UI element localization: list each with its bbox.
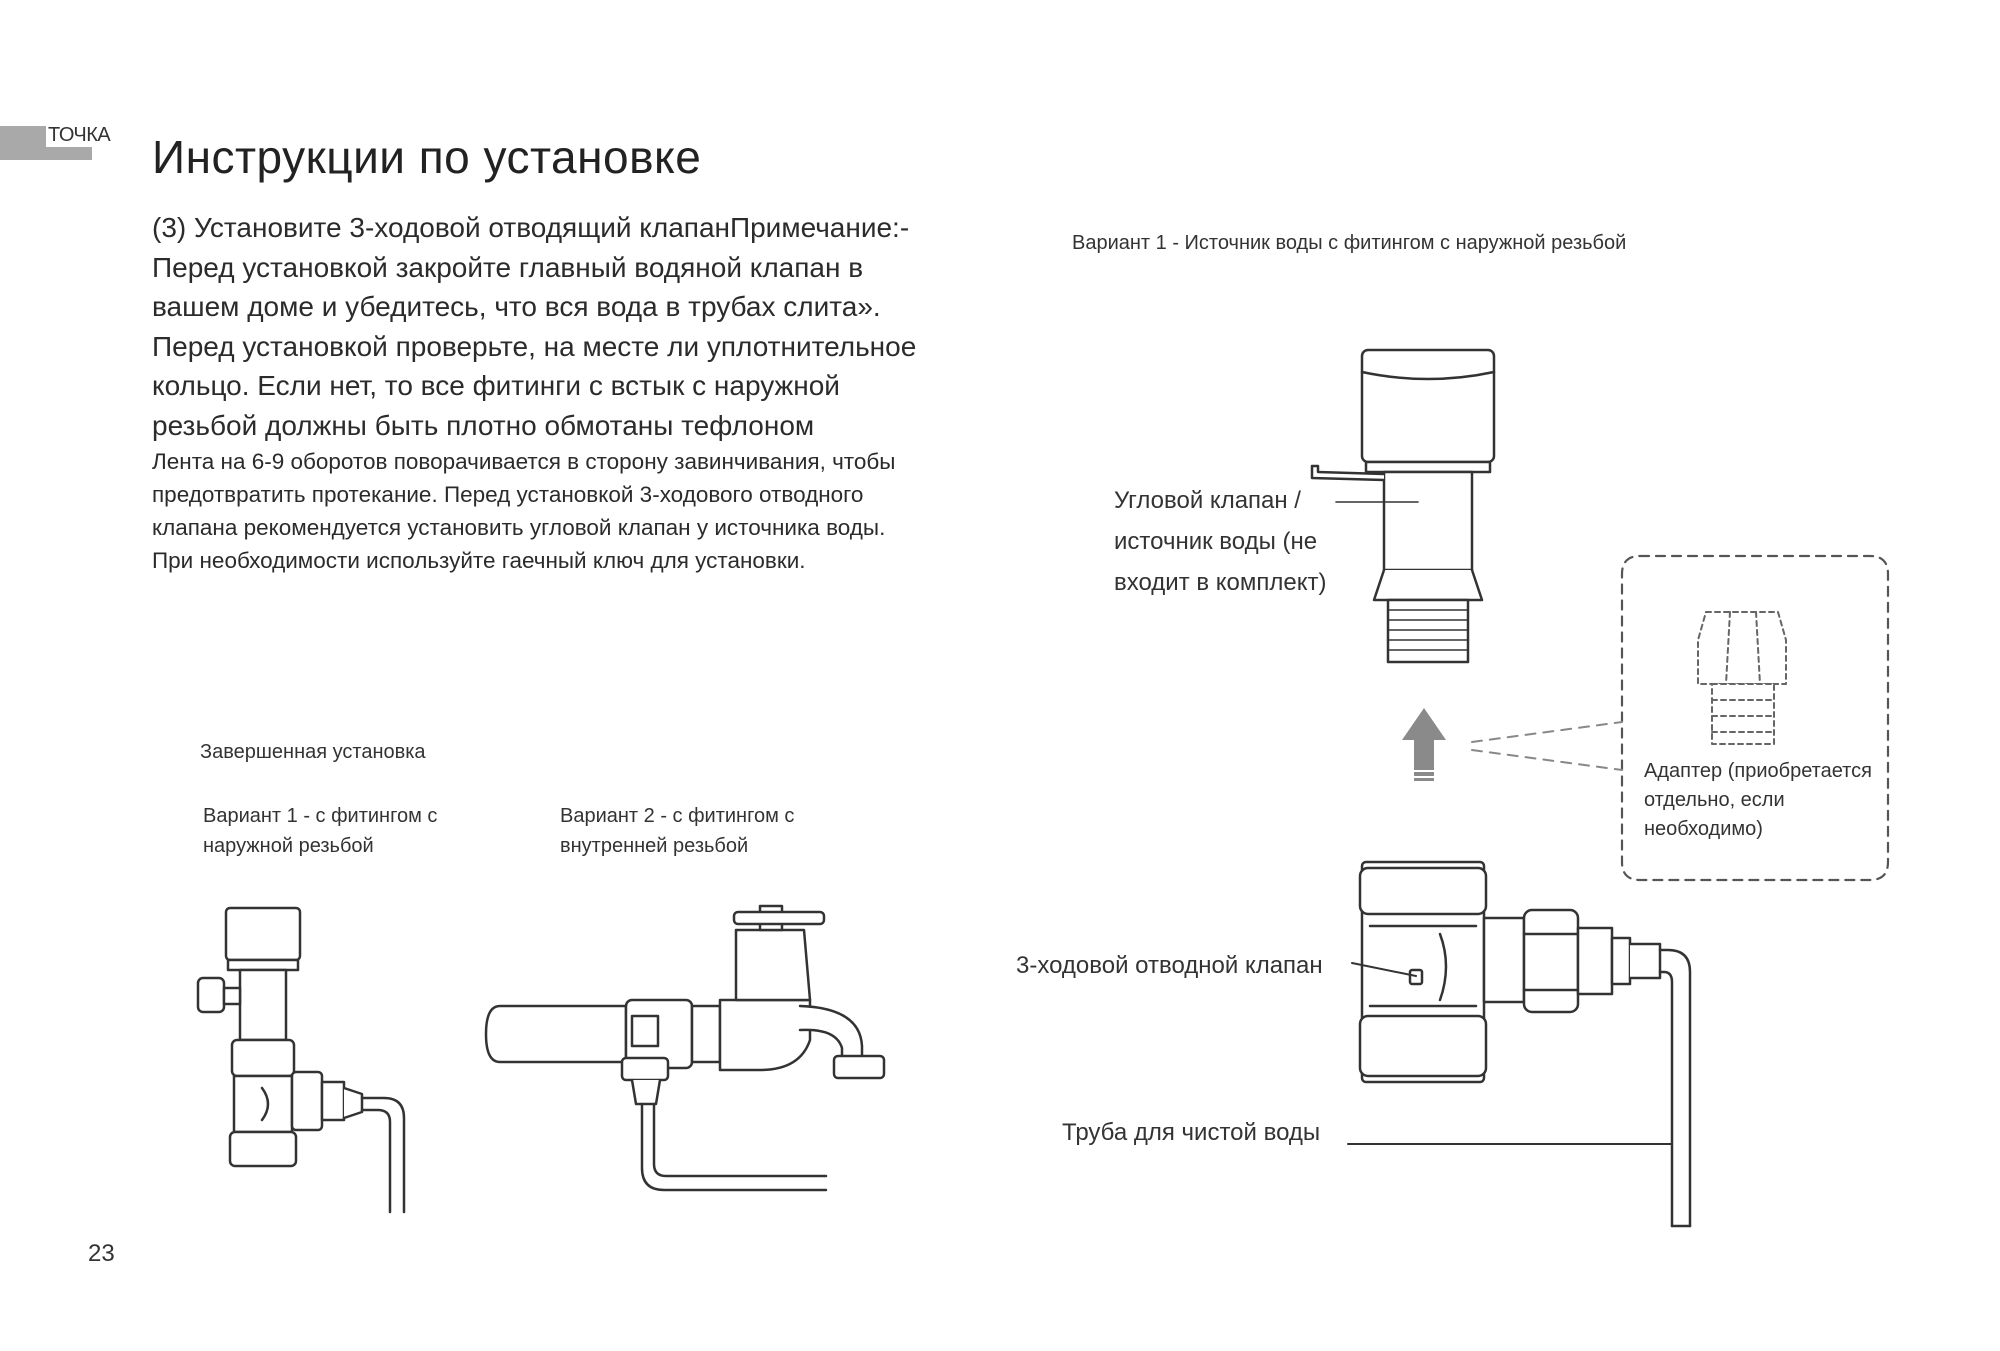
angle-valve-illustration xyxy=(1310,348,1496,664)
note-line: предотвратить протекание. Перед установк… xyxy=(152,482,864,507)
page-number: 23 xyxy=(88,1240,115,1267)
clean-pipe-label: Труба для чистой воды xyxy=(1062,1119,1321,1146)
up-arrow-icon xyxy=(1402,708,1446,781)
variant2-illustration xyxy=(484,904,886,1192)
note-line: клапана рекомендуется установить угловой… xyxy=(152,515,886,540)
angle-valve-label-line: входит в комплект) xyxy=(1114,569,1327,596)
angle-valve-label-line: Угловой клапан / xyxy=(1114,487,1301,514)
right-diagram-heading: Вариант 1 - Источник воды с фитингом с н… xyxy=(1072,232,1627,254)
note-line: Лента на 6-9 оборотов поворачивается в с… xyxy=(152,449,896,474)
variant2-caption-line: Вариант 2 - с фитингом с xyxy=(560,805,795,827)
adapter-label-line: Адаптер (приобретается xyxy=(1644,760,1872,782)
note-line: При необходимости используйте гаечный кл… xyxy=(152,548,806,573)
completed-heading: Завершенная установка xyxy=(200,741,426,763)
note-paragraph: Лента на 6-9 оборотов поворачивается в с… xyxy=(152,445,1052,577)
adapter-label-line: необходимо) xyxy=(1644,818,1763,840)
intro-line: Перед установкой закройте главный водяно… xyxy=(152,251,864,283)
intro-line: вашем доме и убедитесь, что вся вода в т… xyxy=(152,291,881,322)
intro-line: кольцо. Если нет, то все фитинги с встык… xyxy=(152,370,840,401)
angle-valve-label-line: источник воды (не xyxy=(1114,528,1318,555)
adapter-label-line: отдельно, если xyxy=(1644,789,1785,811)
intro-line: резьбой должны быть плотно обмотаны тефл… xyxy=(152,409,815,441)
variant1-illustration xyxy=(196,906,406,1214)
variant2-caption-line: внутренней резьбой xyxy=(560,835,749,857)
adapter-label: Адаптер (приобретается отдельно, если не… xyxy=(1644,757,1872,844)
variant1-caption-line: Вариант 1 - с фитингом с xyxy=(203,805,438,827)
intro-paragraph: (3) Установите 3-ходовой отводящий клапа… xyxy=(152,208,1032,445)
page-title: Инструкции по установке xyxy=(152,131,702,183)
intro-line: (3) Установите 3-ходовой отводящий клапа… xyxy=(152,212,910,243)
adapter-icon xyxy=(1697,611,1787,745)
adapter-callout xyxy=(1471,554,1890,882)
three-way-valve-illustration xyxy=(1351,860,1662,1084)
intro-line: Перед установкой проверьте, на месте ли … xyxy=(152,330,917,362)
three-way-valve-label: 3-ходовой отводной клапан xyxy=(1016,952,1323,979)
clean-water-tube xyxy=(1347,948,1692,1228)
angle-valve-label: Угловой клапан / источник воды (не входи… xyxy=(1114,480,1327,603)
section-tab-label: ТОЧКА xyxy=(46,124,113,147)
variant2-caption: Вариант 2 - с фитингом с внутренней резь… xyxy=(560,801,794,861)
variant1-caption: Вариант 1 - с фитингом с наружной резьбо… xyxy=(203,801,437,861)
variant1-caption-line: наружной резьбой xyxy=(203,835,374,857)
